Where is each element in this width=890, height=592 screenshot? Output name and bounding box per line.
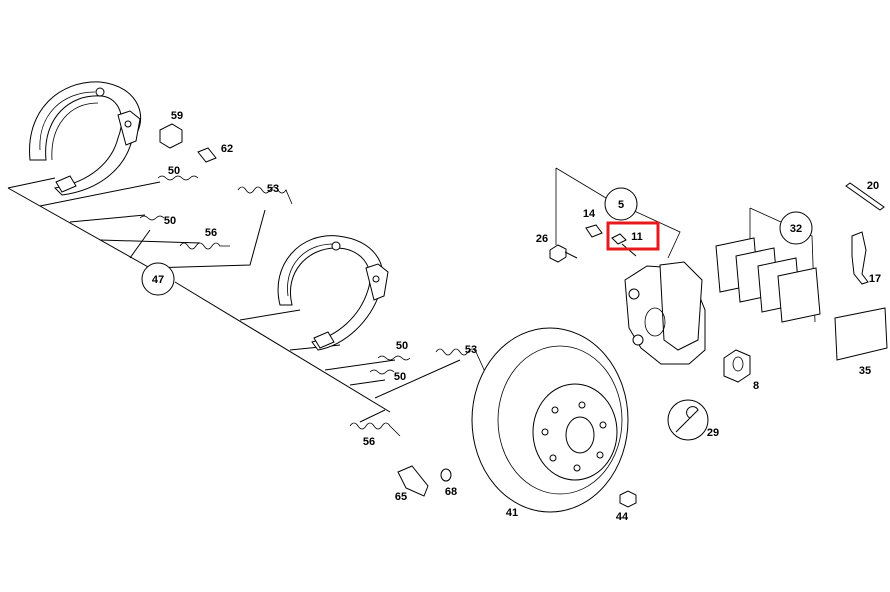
pin-20 [845,182,885,211]
bushing-8 [723,349,751,383]
brake-disc-41 [471,327,629,513]
callout-44: 44 [616,511,629,523]
callout-41: 41 [506,507,518,519]
bolt-26 [549,244,578,263]
cap-68 [440,468,452,482]
svg-text:5: 5 [618,199,624,211]
spring-parts [139,123,487,497]
callout-59: 59 [171,110,183,122]
assembly-leader-lines [7,177,461,423]
spring-50a [157,175,199,181]
spring-53a [237,186,293,205]
callout-50b: 50 [164,215,176,227]
highlight-box [606,221,660,251]
callout-50d: 50 [394,371,406,383]
bolt-62 [197,147,217,163]
svg-text:32: 32 [790,223,802,235]
callout-8: 8 [753,380,759,392]
callout-50c: 50 [396,340,408,352]
spring-53b [435,348,487,375]
brake-pads-32 [715,237,821,323]
circled-callout-5: 5 [604,187,638,221]
callout-17: 17 [869,273,881,285]
sleeve-14 [585,224,603,238]
spring-56a [179,242,230,250]
spring-50c [377,355,411,361]
callout-50a: 50 [168,165,180,177]
parking-brake-shoe-lower [277,235,389,351]
clip-17 [851,231,869,285]
spring-56b [349,422,401,437]
callout-53a: 53 [267,183,279,195]
callout-14: 14 [583,208,596,220]
spring-50d [369,369,395,375]
callout-29: 29 [707,427,719,439]
callout-20: 20 [867,180,879,192]
callout-62: 62 [221,143,233,155]
circled-callout-47: 47 [141,262,175,296]
callout-53b: 53 [465,344,477,356]
callout-56b: 56 [363,436,375,448]
adjuster-59 [159,123,183,149]
brake-caliper [624,261,706,365]
bolts [549,224,637,508]
callout-11: 11 [631,231,643,243]
svg-text:47: 47 [152,274,164,286]
circled-callout-32: 32 [779,211,813,245]
parking-brake-shoe-upper [29,81,141,196]
shim-35 [834,307,888,361]
callout-68: 68 [445,486,457,498]
callout-56a: 56 [205,227,217,239]
cable-part-65 [397,465,429,497]
callout-35: 35 [859,365,871,377]
callout-26: 26 [536,233,548,245]
torque-wrench-symbol [667,399,709,441]
bolt-44 [619,490,637,508]
callout-65: 65 [395,491,407,503]
spring-50b [139,215,165,221]
